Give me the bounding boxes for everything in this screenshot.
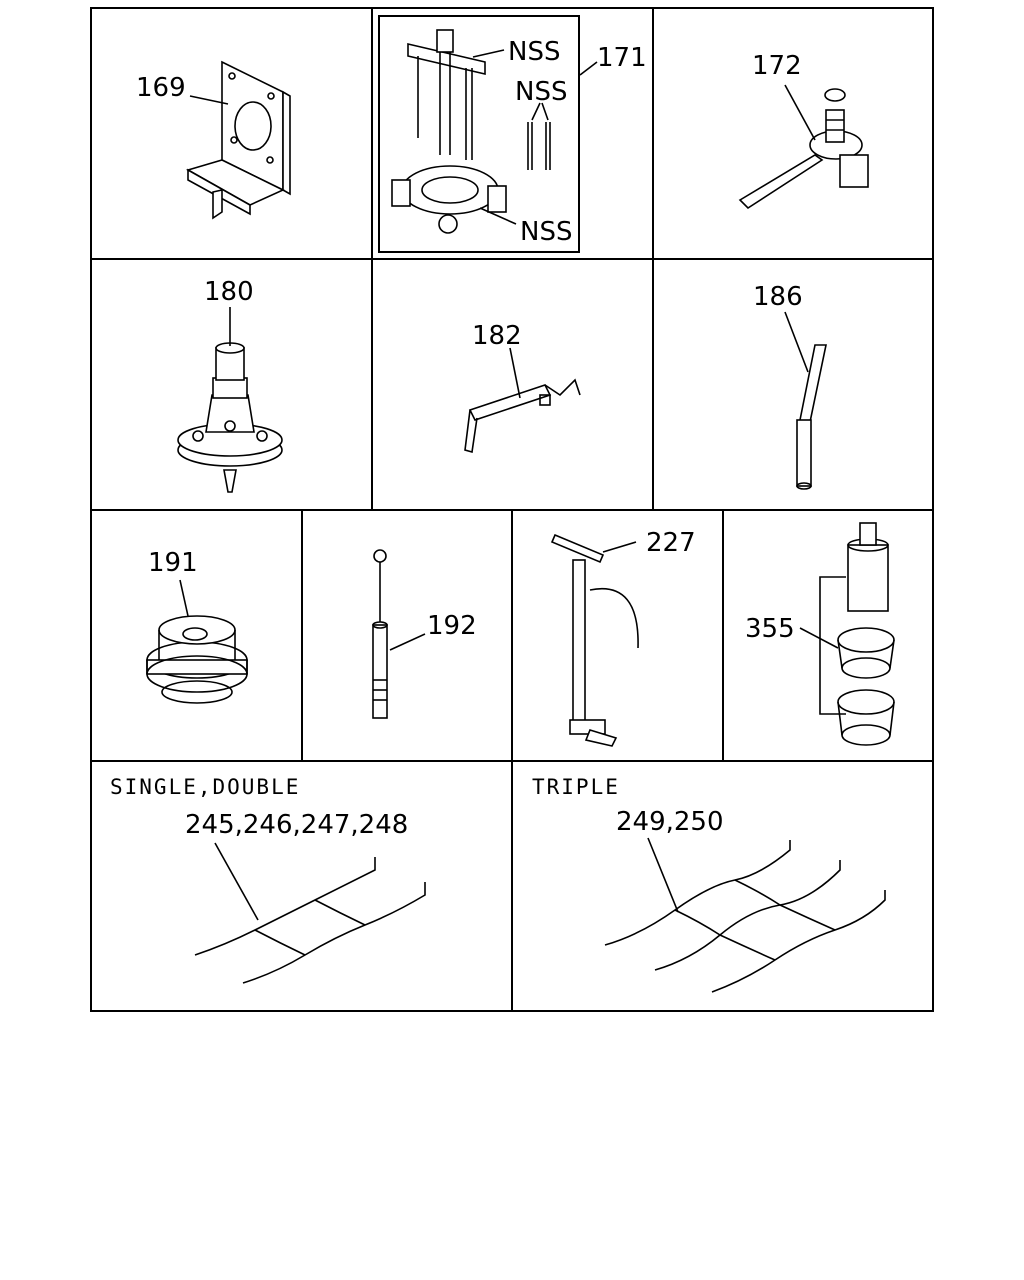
label-249-250: 249,250 <box>616 807 724 837</box>
label-171: 171 <box>597 43 647 73</box>
header-single-double: SINGLE,DOUBLE <box>110 775 300 799</box>
part-chain-triple <box>604 837 886 993</box>
label-169: 169 <box>136 73 186 103</box>
label-171-nss-top: NSS <box>508 37 560 67</box>
part-172 <box>738 84 869 210</box>
label-180: 180 <box>204 277 254 307</box>
part-180 <box>177 307 283 493</box>
label-171-nss-mid: NSS <box>515 77 567 107</box>
part-169 <box>185 60 291 220</box>
part-186 <box>784 311 827 490</box>
grid-lines <box>90 7 934 1012</box>
label-172: 172 <box>752 51 802 81</box>
part-chain-single-double <box>194 842 426 984</box>
label-227: 227 <box>646 528 696 558</box>
part-182 <box>464 347 581 454</box>
label-192: 192 <box>427 611 477 641</box>
part-192 <box>372 549 426 719</box>
label-191: 191 <box>148 548 198 578</box>
part-171 <box>378 15 598 253</box>
part-227 <box>550 533 639 747</box>
label-186: 186 <box>753 282 803 312</box>
label-182: 182 <box>472 321 522 351</box>
label-245-248: 245,246,247,248 <box>185 810 408 840</box>
label-355: 355 <box>745 614 795 644</box>
part-191 <box>146 579 248 704</box>
header-triple: TRIPLE <box>532 775 620 799</box>
part-355 <box>799 522 895 746</box>
label-171-nss-bottom: NSS <box>520 217 572 247</box>
